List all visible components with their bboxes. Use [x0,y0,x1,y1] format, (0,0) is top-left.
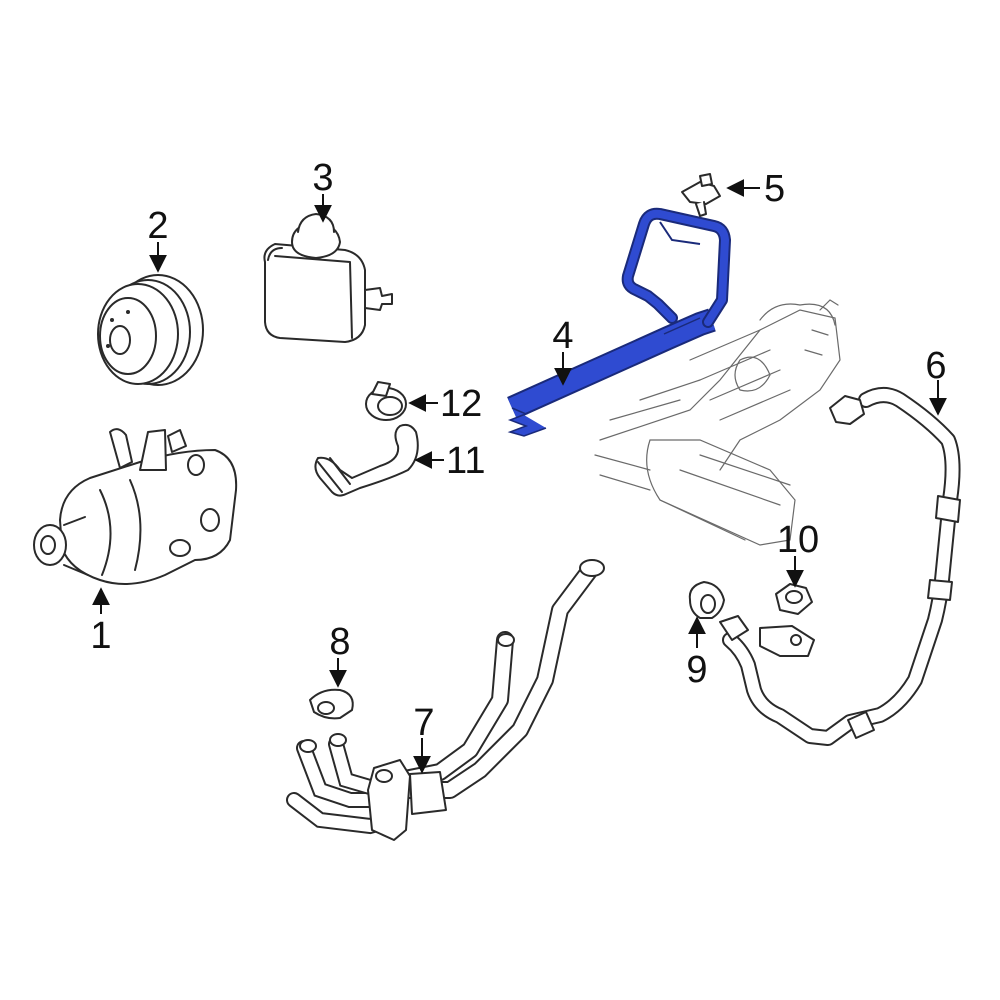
callout-3[interactable]: 3 [312,157,333,199]
nut-icon[interactable] [775,583,813,615]
callout-labels: 1 2 3 4 5 6 7 8 9 10 11 12 [90,157,946,744]
bracket-clip-icon[interactable] [681,173,721,217]
callout-2[interactable]: 2 [147,205,168,247]
steering-gear-background [594,299,841,546]
reservoir-icon[interactable] [263,213,393,343]
cooler-lines-icon[interactable] [286,559,605,841]
callout-leaders [92,179,947,774]
callout-6[interactable]: 6 [925,345,946,387]
return-hose-icon[interactable] [719,387,961,746]
hose-icon[interactable] [314,423,419,497]
clamp-icon[interactable] [688,581,725,619]
callout-5[interactable]: 5 [764,168,785,210]
callout-11[interactable]: 11 [446,440,485,482]
pressure-hose-icon[interactable] [507,207,731,437]
callout-9[interactable]: 9 [686,649,707,691]
callout-4[interactable]: 4 [552,315,573,357]
pulley-icon[interactable] [97,274,204,386]
callout-1[interactable]: 1 [90,615,111,657]
callout-7[interactable]: 7 [413,702,434,744]
clamp-icon[interactable] [309,688,354,720]
callout-10[interactable]: 10 [777,519,819,561]
clamp-icon[interactable] [365,381,407,421]
callout-8[interactable]: 8 [329,621,350,663]
callout-12[interactable]: 12 [440,383,482,425]
power-steering-pump-icon[interactable] [33,428,238,585]
